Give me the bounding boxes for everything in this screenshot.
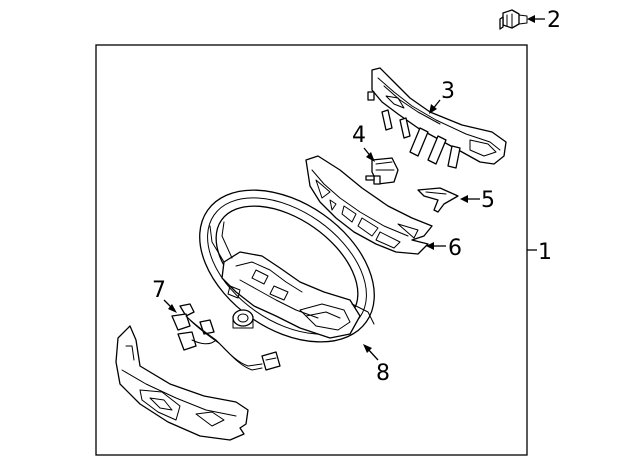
callout-8: 8 xyxy=(376,361,390,386)
leader-6 xyxy=(426,242,446,250)
callout-6: 6 xyxy=(448,236,462,261)
lower-cover xyxy=(115,325,249,441)
part-4-switch xyxy=(365,157,399,185)
callout-3: 3 xyxy=(441,79,455,104)
callout-2: 2 xyxy=(547,8,561,33)
part-3-switch-bezel xyxy=(367,67,507,169)
callout-1: 1 xyxy=(538,240,552,265)
part-8-steering-wheel xyxy=(199,189,375,343)
callout-5: 5 xyxy=(481,188,495,213)
part-6-bracket xyxy=(305,155,433,255)
leader-5 xyxy=(460,195,480,203)
callout-7: 7 xyxy=(152,278,166,303)
leader-8 xyxy=(363,344,379,361)
leader-3 xyxy=(429,99,441,114)
callout-4: 4 xyxy=(352,123,366,148)
part-7-wiring-harness xyxy=(171,303,281,371)
part-5-clip xyxy=(417,187,459,213)
part-2-bolt xyxy=(499,9,528,30)
leader-4 xyxy=(363,147,375,162)
leader-7 xyxy=(163,299,177,313)
leader-2 xyxy=(527,15,545,23)
